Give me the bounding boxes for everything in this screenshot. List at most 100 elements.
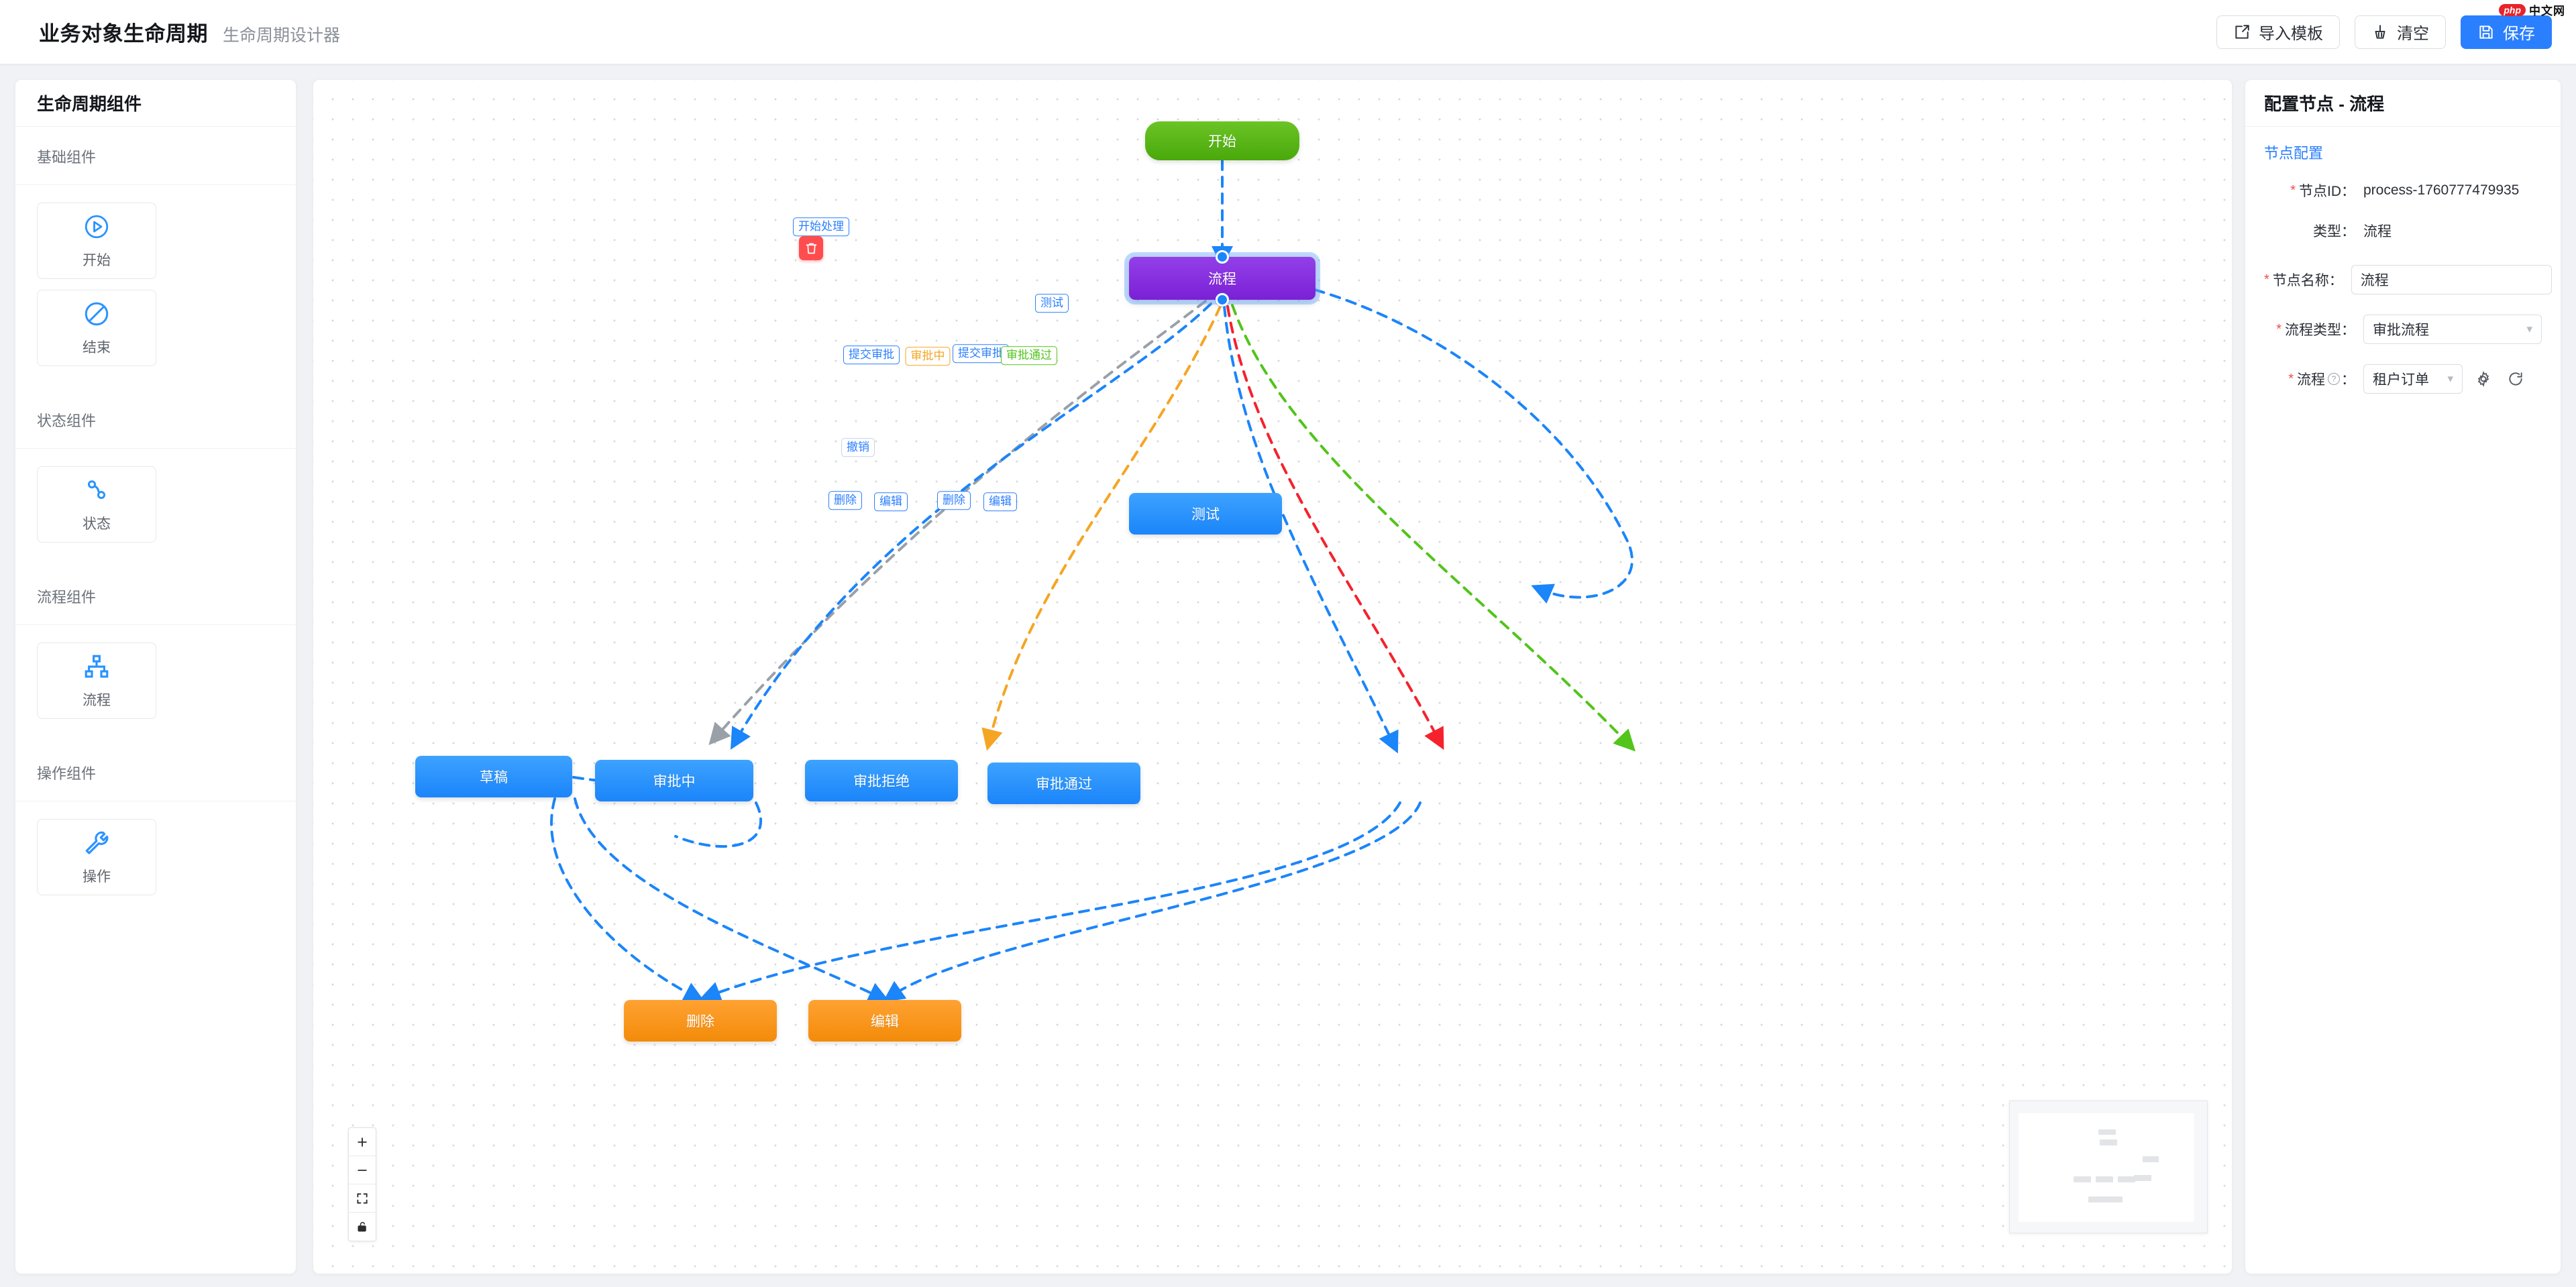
minimap-viewport[interactable] — [2019, 1113, 2194, 1222]
graph-node-rejected[interactable]: 审批拒绝 — [805, 760, 958, 801]
field-node-name: * 节点名称： — [2264, 265, 2552, 294]
minimap-node — [2088, 1196, 2106, 1202]
field-label-text: 节点ID： — [2299, 184, 2355, 199]
group-label-action: 操作组件 — [15, 743, 296, 801]
minimap-node — [2143, 1156, 2159, 1162]
palette-item-end-label: 结束 — [83, 339, 111, 355]
page-subtitle: 生命周期设计器 — [223, 26, 341, 45]
minus-icon — [356, 1164, 369, 1177]
watermark-text: 中文网 — [2529, 5, 2565, 17]
graph-node-pending[interactable]: 审批中 — [595, 760, 753, 801]
palette-item-process[interactable]: 流程 — [37, 642, 156, 719]
palette-basic: 开始 结束 — [15, 185, 296, 370]
zoom-out-button[interactable] — [349, 1156, 376, 1184]
edge-label-text: 删除 — [943, 494, 965, 507]
process-type-value: 审批流程 — [2373, 323, 2429, 338]
edge-label-test[interactable]: 测试 — [1035, 294, 1069, 313]
edge-label-edit-1[interactable]: 编辑 — [874, 492, 908, 511]
edge-label-text: 撤销 — [847, 441, 869, 454]
palette-process: 流程 — [15, 625, 296, 723]
sidebar-title: 生命周期组件 — [15, 80, 296, 127]
edge-label-pending[interactable]: 审批中 — [905, 347, 951, 366]
minimap-node — [2096, 1176, 2113, 1182]
palette-item-start[interactable]: 开始 — [37, 203, 156, 279]
edge-label-submit-2[interactable]: 提交审批 — [953, 344, 1009, 363]
graph-node-edit[interactable]: 编辑 — [808, 1000, 961, 1042]
field-label-text: 节点名称： — [2272, 273, 2343, 288]
palette-state: 状态 — [15, 449, 296, 547]
edge-delete-button[interactable] — [799, 236, 823, 260]
field-process-type-label: * 流程类型： — [2264, 319, 2363, 339]
unlock-icon — [356, 1220, 369, 1233]
edge-label-submit-1[interactable]: 提交审批 — [843, 345, 900, 364]
field-label-text: 类型： — [2313, 224, 2355, 239]
panel-title: 配置节点 - 流程 — [2245, 80, 2561, 127]
graph-node-delete-label: 删除 — [686, 1014, 714, 1029]
process-refresh-button[interactable] — [2504, 368, 2527, 390]
lock-button[interactable] — [349, 1213, 376, 1241]
chevron-down-icon: ▾ — [2447, 372, 2453, 385]
graph-node-start[interactable]: 开始 — [1145, 121, 1299, 160]
field-node-id-value: process-1760777479935 — [2363, 182, 2520, 198]
field-node-id: * 节点ID： process-1760777479935 — [2264, 180, 2542, 201]
import-template-button[interactable]: 导入模板 — [2216, 15, 2340, 49]
zoom-in-button[interactable] — [349, 1128, 376, 1156]
graph-node-draft-label: 草稿 — [480, 770, 508, 785]
required-asterisk: * — [2288, 371, 2294, 386]
palette-item-action[interactable]: 操作 — [37, 819, 156, 895]
edge-label-approved[interactable]: 审批通过 — [1001, 346, 1057, 365]
field-process: * 流程 ? ： 租户订单 ▾ — [2264, 364, 2542, 394]
edge-label-start-process[interactable]: 开始处理 — [793, 217, 849, 236]
field-node-name-label: * 节点名称： — [2264, 270, 2351, 290]
gear-icon — [2475, 370, 2492, 388]
graph-node-draft[interactable]: 草稿 — [415, 756, 572, 797]
node-config-form: * 节点ID： process-1760777479935 类型： 流程 * 节… — [2245, 163, 2561, 394]
site-watermark: php 中文网 — [2499, 1, 2565, 18]
graph-node-process[interactable]: 流程 — [1124, 250, 1320, 306]
process-value: 租户订单 — [2373, 372, 2429, 388]
graph-node-approved[interactable]: 审批通过 — [987, 763, 1140, 804]
stop-circle-icon — [83, 300, 111, 328]
clear-button[interactable]: 清空 — [2355, 15, 2446, 49]
canvas-toolbar — [348, 1127, 376, 1241]
plus-icon — [356, 1135, 369, 1149]
fit-view-button[interactable] — [349, 1184, 376, 1213]
graph-node-test[interactable]: 测试 — [1129, 493, 1282, 535]
help-icon[interactable]: ? — [2328, 373, 2340, 385]
minimap-node — [2100, 1139, 2117, 1145]
edge-label-delete-1[interactable]: 删除 — [828, 491, 862, 510]
process-settings-button[interactable] — [2472, 368, 2495, 390]
flow-canvas[interactable]: 开始 流程 测试 草稿 审批中 审批拒绝 审批通过 删除 编辑 开始处理 — [313, 79, 2233, 1274]
component-sidebar: 生命周期组件 基础组件 开始 结束 状态组件 — [15, 79, 297, 1274]
edge-label-text: 编辑 — [879, 495, 902, 508]
process-type-select[interactable]: 审批流程 ▾ — [2363, 315, 2542, 344]
edge-label-delete-2[interactable]: 删除 — [937, 491, 971, 510]
edge-label-text: 提交审批 — [958, 347, 1004, 360]
graph-node-test-label: 测试 — [1191, 507, 1220, 522]
broom-icon — [2371, 23, 2389, 41]
edge-label-text: 提交审批 — [849, 348, 894, 361]
node-name-input[interactable] — [2351, 265, 2552, 294]
trash-icon — [804, 241, 818, 256]
minimap[interactable] — [2009, 1101, 2208, 1233]
import-icon — [2233, 23, 2251, 41]
node-port-bottom[interactable] — [1216, 293, 1229, 306]
palette-item-end[interactable]: 结束 — [37, 290, 156, 366]
palette-item-action-label: 操作 — [83, 869, 111, 885]
graph-node-edit-label: 编辑 — [871, 1014, 899, 1029]
edge-label-revoke[interactable]: 撤销 — [841, 438, 875, 457]
edge-label-text: 编辑 — [989, 495, 1012, 508]
graph-node-delete[interactable]: 删除 — [624, 1000, 777, 1042]
minimap-node — [2118, 1176, 2135, 1182]
palette-item-state[interactable]: 状态 — [37, 466, 156, 543]
group-label-basic: 基础组件 — [15, 127, 296, 185]
edge-label-text: 开始处理 — [798, 220, 844, 233]
node-port-top[interactable] — [1216, 250, 1229, 264]
field-node-id-label: * 节点ID： — [2264, 180, 2363, 201]
save-button[interactable]: 保存 — [2461, 15, 2552, 49]
edge-label-edit-2[interactable]: 编辑 — [983, 492, 1017, 511]
field-label-text: 流程 — [2297, 372, 2325, 388]
process-select[interactable]: 租户订单 ▾ — [2363, 364, 2463, 394]
group-label-state: 状态组件 — [15, 390, 296, 449]
tab-node-config[interactable]: 节点配置 — [2264, 145, 2324, 162]
